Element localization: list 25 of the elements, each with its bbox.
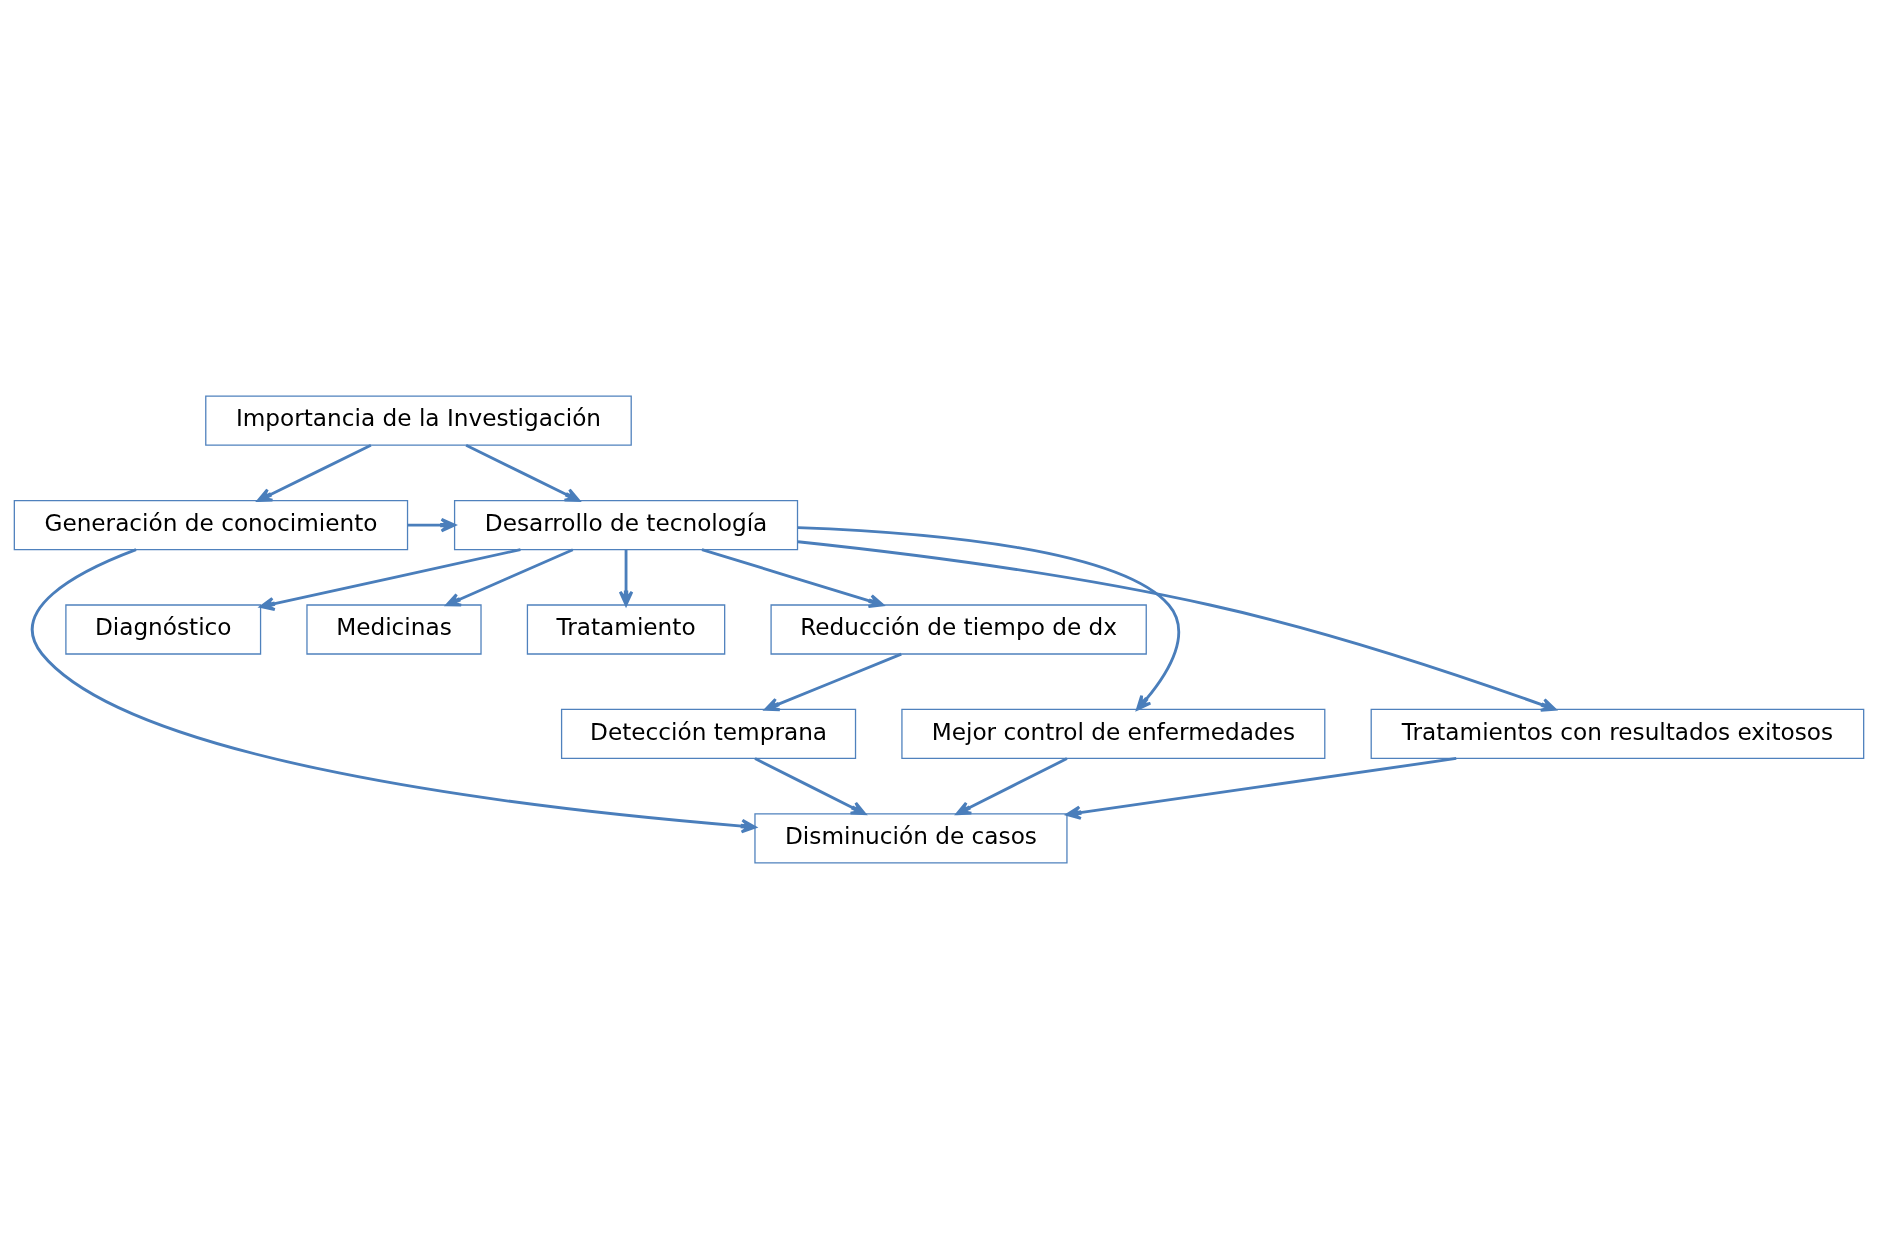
node-box: Generación de conocimiento xyxy=(13,499,409,551)
arrow xyxy=(754,757,867,816)
node-box: Mejor control de enfermedades xyxy=(901,708,1326,760)
node-box: Reducción de tiempo de dx xyxy=(770,604,1147,655)
arrow xyxy=(701,548,884,609)
arrow xyxy=(764,652,902,712)
node-box: Tratamiento xyxy=(526,604,726,655)
node-box: Diagnóstico xyxy=(65,604,262,655)
node-box: Disminución de casos xyxy=(754,813,1068,864)
node-box: Tratamientos con resultados exitosos xyxy=(1370,708,1865,760)
arrow xyxy=(407,517,456,533)
node-box: Importancia de la Investigación xyxy=(205,395,632,446)
arrow xyxy=(797,526,1180,711)
arrow xyxy=(445,548,574,607)
arrow xyxy=(618,550,634,607)
arrow xyxy=(31,548,757,834)
node-box: Medicinas xyxy=(306,604,482,655)
arrow xyxy=(797,540,1557,712)
node-box: Desarrollo de tecnología xyxy=(453,499,799,551)
arrow xyxy=(955,757,1068,816)
arrow xyxy=(256,444,372,502)
node-box: Detección temprana xyxy=(560,708,857,760)
arrow xyxy=(1065,757,1457,820)
arrow xyxy=(259,548,521,612)
arrow xyxy=(465,444,581,502)
